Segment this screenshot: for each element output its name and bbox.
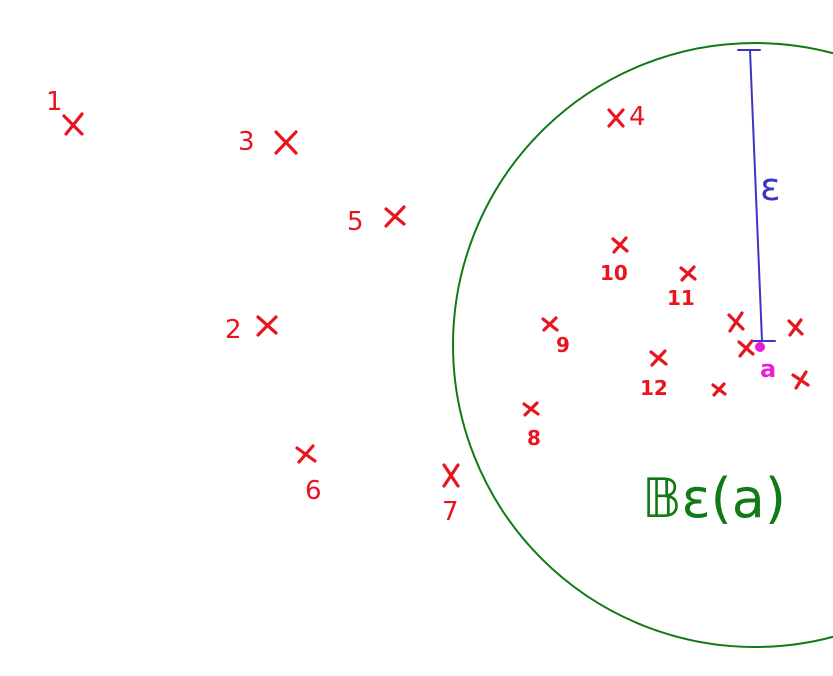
point-marker — [711, 382, 727, 397]
point-label: 8 — [527, 426, 541, 450]
point-10: 10 — [600, 236, 629, 285]
point-12: 12 — [640, 349, 668, 400]
point-3: 3 — [238, 127, 298, 157]
point-label: 2 — [225, 315, 242, 345]
point-marker — [295, 444, 317, 464]
point-label: 7 — [442, 497, 459, 527]
point-2: 2 — [225, 315, 278, 345]
point-marker — [649, 349, 668, 367]
epsilon-label: ε — [760, 165, 781, 209]
point-marker — [384, 205, 406, 228]
point-marker — [727, 311, 745, 333]
point-marker — [274, 130, 298, 155]
point-marker — [62, 112, 84, 136]
point-label: 12 — [640, 376, 668, 400]
point-label: 5 — [347, 207, 364, 237]
point-marker — [787, 318, 804, 337]
point-marker — [607, 108, 625, 128]
ball-circle — [452, 42, 833, 648]
point-5: 5 — [347, 205, 406, 237]
center-point — [755, 342, 765, 352]
point-marker — [256, 315, 278, 337]
point-marker — [522, 401, 540, 417]
point-label: 10 — [600, 261, 628, 285]
point-4: 4 — [607, 102, 646, 132]
point-marker — [791, 370, 810, 390]
point-9: 9 — [541, 316, 570, 357]
point-7: 7 — [442, 463, 460, 527]
point-marker — [442, 463, 460, 488]
point-marker — [679, 265, 697, 282]
center-label: a — [760, 355, 776, 383]
point-marker — [737, 339, 755, 358]
radius-line — [749, 49, 763, 342]
point-label: 11 — [667, 286, 695, 310]
point-8: 8 — [522, 401, 541, 450]
unlabeled-points — [711, 311, 810, 397]
point-label: 9 — [556, 333, 570, 357]
point-label: 1 — [46, 87, 63, 117]
point-marker — [611, 236, 629, 254]
point-6: 6 — [295, 444, 322, 506]
ball-label: 𝔹ε(a) — [642, 467, 786, 530]
point-marker — [541, 316, 559, 332]
radius-marker — [737, 49, 776, 342]
point-11: 11 — [667, 265, 697, 310]
point-label: 6 — [305, 476, 322, 506]
point-1: 1 — [46, 87, 84, 136]
point-label: 4 — [629, 102, 646, 132]
point-label: 3 — [238, 127, 255, 157]
